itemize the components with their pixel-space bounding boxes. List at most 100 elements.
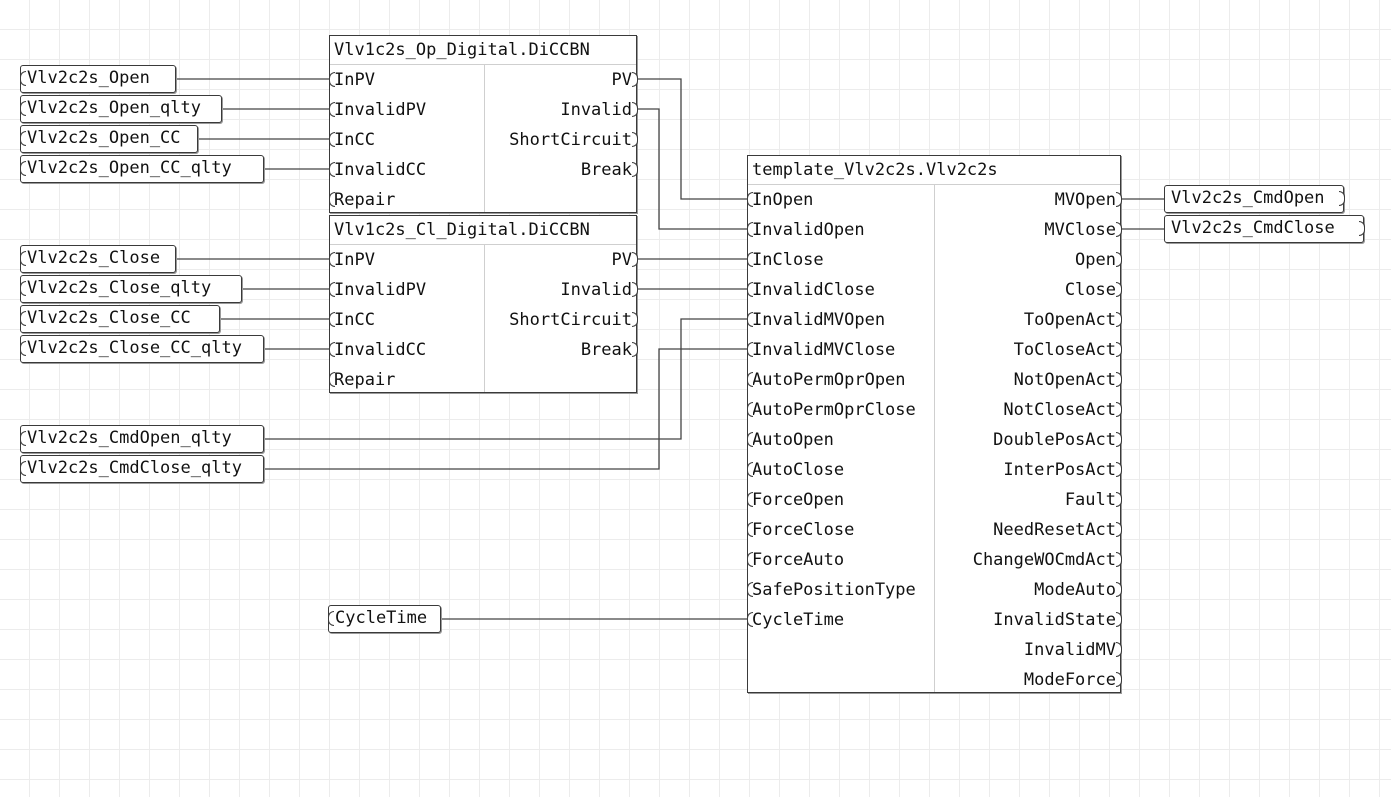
output-pin[interactable]: ToOpenAct (1023, 310, 1116, 330)
input-tag[interactable]: Vlv2c2s_Open (19, 65, 176, 93)
output-pin[interactable]: ShortCircuit (509, 130, 632, 150)
output-pin[interactable]: Open (1075, 250, 1116, 270)
pin-connector-icon (328, 162, 335, 177)
input-tag[interactable]: Vlv2c2s_Open_CC_qlty (19, 155, 264, 183)
pin-connector-icon (746, 582, 753, 597)
output-pin[interactable]: ModeForce (1023, 670, 1116, 690)
input-pin[interactable]: CycleTime (752, 610, 845, 630)
block-title-divider (748, 184, 1120, 185)
input-pin[interactable]: AutoOpen (752, 430, 834, 450)
pin-connector-icon (1115, 492, 1122, 507)
output-pin[interactable]: Invalid (560, 100, 632, 120)
output-pin[interactable]: Fault (1064, 490, 1116, 510)
output-pin[interactable]: PV (611, 250, 632, 270)
pin-connector-icon (746, 402, 753, 417)
input-tag[interactable]: Vlv2c2s_Close_CC (19, 305, 220, 333)
input-pin[interactable]: InOpen (752, 190, 814, 210)
output-pin[interactable]: InterPosAct (1003, 460, 1116, 480)
input-pin[interactable]: Repair (334, 190, 396, 210)
block-column-divider (484, 65, 485, 212)
output-pin[interactable]: NotCloseAct (1003, 400, 1116, 420)
pin-connector-icon (1115, 252, 1122, 267)
output-pin[interactable]: ChangeWOCmdAct (972, 550, 1116, 570)
pin-connector-icon (19, 461, 26, 476)
pin-connector-icon (631, 132, 638, 147)
output-tag[interactable]: Vlv2c2s_CmdClose (1164, 215, 1365, 243)
input-tag[interactable]: Vlv2c2s_Open_qlty (19, 95, 222, 123)
pin-connector-icon (1115, 432, 1122, 447)
input-pin[interactable]: AutoClose (752, 460, 845, 480)
pin-connector-icon (746, 522, 753, 537)
input-pin[interactable]: AutoPermOprOpen (752, 370, 906, 390)
input-pin[interactable]: InPV (334, 70, 375, 90)
wire-cmdclose-qlty-to-invalidmvclose (264, 348, 747, 470)
input-tag[interactable]: CycleTime (327, 605, 441, 633)
pin-connector-icon (631, 72, 638, 87)
output-pin[interactable]: NeedResetAct (993, 520, 1116, 540)
input-pin[interactable]: ForceOpen (752, 490, 845, 510)
input-tag[interactable]: Vlv2c2s_Open_CC (19, 125, 198, 153)
output-pin[interactable]: ModeAuto (1034, 580, 1116, 600)
input-pin[interactable]: ForceClose (752, 520, 855, 540)
block-title: Vlv1c2s_Cl_Digital.DiCCBN (334, 220, 590, 240)
input-tag[interactable]: Vlv2c2s_Close_CC_qlty (19, 335, 264, 363)
input-tag[interactable]: Vlv2c2s_CmdClose_qlty (19, 455, 264, 483)
pin-connector-icon (1115, 462, 1122, 477)
output-pin[interactable]: DoublePosAct (993, 430, 1116, 450)
input-pin[interactable]: InvalidMVOpen (752, 310, 886, 330)
output-pin[interactable]: NotOpenAct (1013, 370, 1116, 390)
pin-connector-icon (19, 71, 26, 86)
output-pin[interactable]: Break (580, 340, 632, 360)
pin-connector-icon (328, 192, 335, 207)
input-tag[interactable]: Vlv2c2s_Close_qlty (19, 275, 242, 303)
pin-connector-icon (19, 251, 26, 266)
input-tag[interactable]: Vlv2c2s_Close (19, 245, 176, 273)
wire-op-invalid-to-invalidopen (637, 108, 747, 230)
pin-connector-icon (746, 612, 753, 627)
pin-connector-icon (328, 372, 335, 387)
pin-connector-icon (1115, 372, 1122, 387)
input-pin[interactable]: InClose (752, 250, 824, 270)
wire-op-pv-to-inopen (637, 78, 747, 200)
pin-connector-icon (19, 281, 26, 296)
output-pin[interactable]: Close (1064, 280, 1116, 300)
output-pin[interactable]: Break (580, 160, 632, 180)
input-pin[interactable]: InCC (334, 130, 375, 150)
block-column-divider (934, 185, 935, 692)
input-pin[interactable]: InPV (334, 250, 375, 270)
pin-connector-icon (1115, 642, 1122, 657)
input-pin[interactable]: AutoPermOprClose (752, 400, 916, 420)
pin-connector-icon (746, 372, 753, 387)
output-pin[interactable]: MVOpen (1054, 190, 1116, 210)
pin-connector-icon (746, 492, 753, 507)
input-pin[interactable]: InvalidMVClose (752, 340, 896, 360)
input-pin[interactable]: InCC (334, 310, 375, 330)
pin-connector-icon (1115, 672, 1122, 687)
input-pin[interactable]: Repair (334, 370, 396, 390)
input-pin[interactable]: InvalidPV (334, 100, 427, 120)
output-pin[interactable]: ToCloseAct (1013, 340, 1116, 360)
output-pin[interactable]: ShortCircuit (509, 310, 632, 330)
pin-connector-icon (1115, 612, 1122, 627)
output-pin[interactable]: Invalid (560, 280, 632, 300)
pin-connector-icon (327, 611, 334, 626)
output-pin[interactable]: InvalidMV (1023, 640, 1116, 660)
output-tag[interactable]: Vlv2c2s_CmdOpen (1164, 185, 1345, 213)
input-pin[interactable]: ForceAuto (752, 550, 845, 570)
output-pin[interactable]: MVClose (1044, 220, 1116, 240)
input-pin[interactable]: InvalidCC (334, 340, 427, 360)
input-pin[interactable]: InvalidPV (334, 280, 427, 300)
input-pin[interactable]: InvalidOpen (752, 220, 865, 240)
pin-connector-icon (1115, 222, 1122, 237)
input-pin[interactable]: SafePositionType (752, 580, 916, 600)
input-tag[interactable]: Vlv2c2s_CmdOpen_qlty (19, 425, 264, 453)
input-pin[interactable]: InvalidCC (334, 160, 427, 180)
output-pin[interactable]: PV (611, 70, 632, 90)
input-pin[interactable]: InvalidClose (752, 280, 875, 300)
pin-connector-icon (746, 432, 753, 447)
output-pin[interactable]: InvalidState (993, 610, 1116, 630)
